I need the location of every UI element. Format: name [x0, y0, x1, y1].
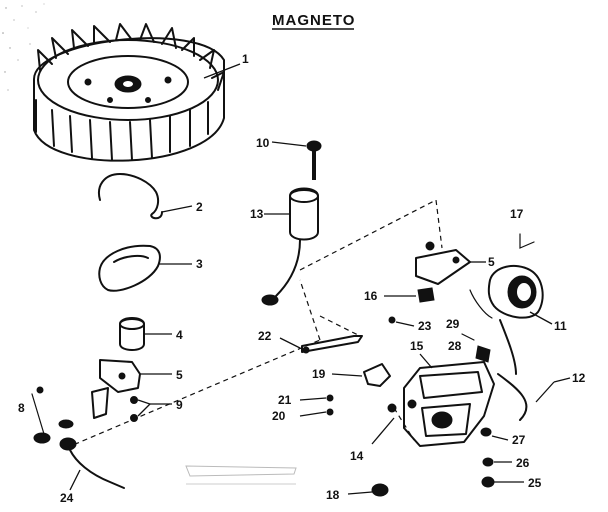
callout-12: 12 [572, 371, 586, 385]
callout-26: 26 [516, 456, 530, 470]
part-22-lever: 22 [258, 329, 363, 354]
scan-noise [2, 3, 45, 91]
title-group: MAGNETO [272, 12, 355, 30]
part-25-screw: 25 [481, 476, 542, 490]
callout-8: 8 [18, 401, 25, 415]
callout-29: 29 [446, 317, 460, 331]
callout-18: 18 [326, 488, 340, 502]
callout-9: 9 [176, 398, 183, 412]
callout-5-lower: 5 [176, 368, 183, 382]
callout-25: 25 [528, 476, 542, 490]
callout-20: 20 [272, 409, 286, 423]
callout-13: 13 [250, 207, 264, 221]
callout-15: 15 [410, 339, 424, 353]
part-9-screws: 9 [130, 396, 183, 422]
callout-5-upper: 5 [488, 255, 495, 269]
assembly-dashed-lines [65, 199, 443, 449]
part-17-wire-end: 17 [510, 207, 535, 249]
callout-23: 23 [418, 319, 432, 333]
part-21-20-screws: 21 20 [272, 393, 334, 423]
callout-22: 22 [258, 329, 272, 343]
callout-14: 14 [350, 449, 364, 463]
part-2-spring-clip: 2 [98, 173, 203, 220]
part-19-cam: 19 [312, 363, 391, 387]
part-16-clip: 16 [364, 287, 435, 303]
scan-artifact [185, 465, 297, 485]
part-24-ground-wire: 24 [59, 437, 125, 505]
callout-4: 4 [176, 328, 183, 342]
callout-19: 19 [312, 367, 326, 381]
part-11-armature: 11 [469, 264, 567, 333]
callout-17: 17 [510, 207, 524, 221]
part-3-air-vane: 3 [98, 244, 203, 292]
part-26-washer: 26 [482, 456, 530, 470]
callout-3: 3 [196, 257, 203, 271]
part-18-screw: 18 [326, 483, 389, 502]
part-14-breaker-housing: 14 [350, 361, 495, 463]
part-10-bolt: 10 [256, 136, 322, 180]
part-8-washers: 8 [18, 386, 74, 444]
part-4-bushing: 4 [119, 317, 183, 351]
callout-27: 27 [512, 433, 526, 447]
callout-11: 11 [554, 319, 567, 333]
part-29-pin: 29 [446, 317, 475, 341]
part-27-nut: 27 [480, 427, 526, 447]
callout-2: 2 [196, 200, 203, 214]
callout-24: 24 [60, 491, 74, 505]
diagram-title: MAGNETO [272, 12, 355, 29]
part-28-washer: 28 [448, 339, 491, 363]
part-13-coil-wire: 13 [250, 187, 319, 306]
part-12-leads: 12 [497, 319, 586, 421]
callout-10: 10 [256, 136, 270, 150]
callout-21: 21 [278, 393, 292, 407]
callout-28: 28 [448, 339, 462, 353]
part-23-screw: 23 [388, 316, 432, 333]
part-5-bracket-lower: 5 [91, 359, 183, 419]
callout-1: 1 [242, 52, 249, 66]
part-1-flywheel: 1 [32, 23, 249, 162]
part-5-plate-upper: 5 [415, 241, 495, 285]
part-15-points: 15 [410, 339, 433, 369]
callout-16: 16 [364, 289, 378, 303]
